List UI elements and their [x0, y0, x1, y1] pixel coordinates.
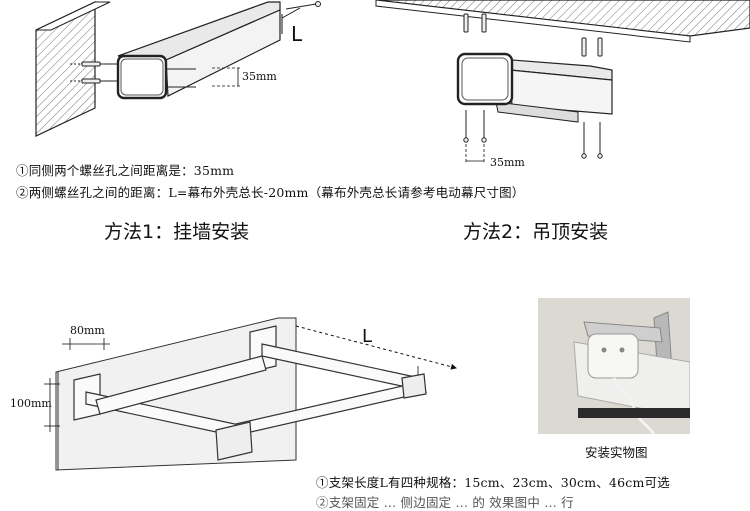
photo-caption: 安装实物图: [585, 445, 648, 460]
installation-diagram: [35, 0, 750, 471]
method-2-title: 方法2：吊顶安装: [463, 221, 609, 243]
bracket-note-1: ①支架长度L有四种规格：15cm、23cm、30cm、46cm可选: [316, 475, 670, 490]
bracket-dim-100-label: 100mm: [10, 397, 52, 410]
ceiling-dim-35-label: 35mm: [490, 156, 525, 169]
installation-photo: [538, 298, 690, 434]
wall-dim-35-label: 35mm: [242, 70, 277, 83]
wall-dim-L-label: L: [291, 22, 303, 46]
method-1-title: 方法1：挂墙安装: [104, 221, 250, 243]
note-line-1: ①同侧两个螺丝孔之间距离是：35mm: [16, 163, 235, 178]
bracket-dim-L-label: L: [362, 326, 373, 347]
bracket-note-2: ②支架固定 … 侧边固定 … 的 效果图中 … 行: [316, 495, 574, 510]
installation-photo-art: [538, 298, 690, 434]
bracket-dim-80-label: 80mm: [70, 324, 105, 337]
note-line-2: ②两侧螺丝孔之间的距离：L=幕布外壳总长-20mm（幕布外壳总长请参考电动幕尺寸…: [16, 185, 525, 200]
bracket-drawing: [44, 317, 457, 471]
ceiling-mount-drawing: [375, 0, 750, 164]
wall-mount-drawing: [35, 1, 321, 137]
